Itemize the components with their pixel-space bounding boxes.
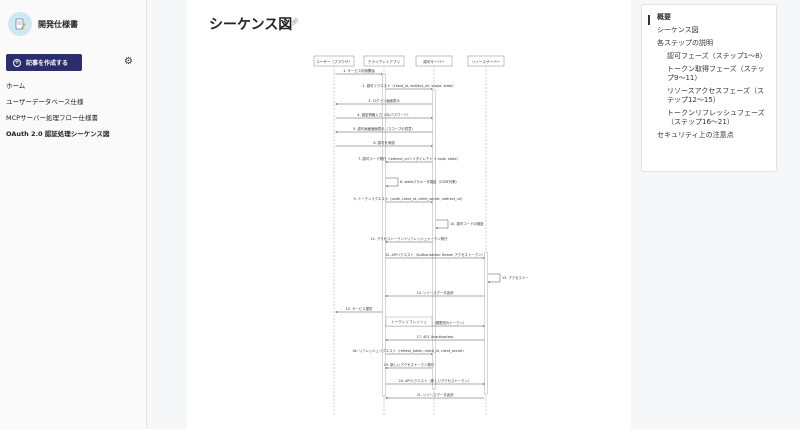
document-pencil-icon — [8, 12, 32, 36]
create-article-label: 記事を作成する — [26, 60, 69, 67]
brand-title: 開発仕様書 — [38, 19, 78, 29]
activation-bar — [484, 251, 488, 395]
toc-item[interactable]: トークン取得フェーズ（ステップ9〜11） — [667, 65, 765, 82]
sidebar-item-oauth-sequence[interactable]: OAuth 2.0 認証処理シーケンス図 — [6, 130, 110, 138]
toc-item[interactable]: リソースアクセスフェーズ（ステップ12〜15） — [667, 87, 764, 104]
self-message-arrow — [385, 177, 399, 187]
message-label: 21. リソースデータ返却 — [417, 392, 454, 397]
message-label: 12. APIリクエスト（Authorization: Bearer アクセスト… — [385, 252, 485, 257]
message-label: 3. ログイン画面表示 — [368, 98, 400, 103]
toc-item[interactable]: シーケンス図 — [657, 26, 699, 34]
toc-current-indicator — [648, 15, 650, 25]
self-message-arrow — [435, 219, 449, 229]
participant-box — [363, 55, 405, 67]
participant-box — [415, 55, 453, 67]
message-label: 17. 401 Unauthorized — [417, 335, 454, 339]
sidebar-item-mcp-flow-spec[interactable]: MCPサーバー処理フロー仕様書 — [6, 114, 99, 122]
sidebar-item-home[interactable]: ホーム — [6, 82, 26, 90]
activation-bar — [382, 73, 386, 397]
message-label: 9. トークンリクエスト（code, client_id, client_sec… — [353, 196, 464, 201]
sidebar-item-user-db-spec[interactable]: ユーザーデータベース仕様 — [6, 98, 84, 106]
message-label: 18. リフレッシュリクエスト（refresh_token, client_id… — [352, 348, 466, 353]
plus-circle-icon: + — [13, 58, 21, 67]
note-box — [385, 316, 433, 327]
participant-box — [313, 55, 355, 67]
message-label: 14. リソースデータ返却 — [417, 290, 454, 295]
message-label: 20. APIリクエスト（新しいアクセストークン） — [399, 378, 472, 383]
activation-bar — [432, 89, 436, 390]
toc-item[interactable]: 認可フェーズ（ステップ1〜8） — [667, 52, 767, 60]
table-of-contents: 概要 シーケンス図 各ステップの説明 認可フェーズ（ステップ1〜8） トークン取… — [641, 4, 777, 172]
gear-icon[interactable]: ⚙ — [124, 56, 133, 67]
sequence-diagram: ユーザー（ブラウザ） クライアントアプリ 認可サーバー リソースサーバー 1. サービス… — [313, 55, 528, 416]
page-title: シーケンス図 — [209, 17, 293, 33]
sidebar: 開発仕様書 + 記事を作成する ⚙ ホーム ユーザーデータベース仕様 MCPサー… — [0, 0, 147, 429]
message-label: 5. 認可画面面面表示（スコープの同意） — [353, 126, 415, 131]
create-article-button[interactable]: + 記事を作成する — [6, 54, 82, 71]
toc-item[interactable]: 各ステップの説明 — [657, 39, 713, 47]
message-label: 2. 認可リクエスト（client_id, redirect_uri, scop… — [362, 83, 455, 88]
sidebar-nav: ホーム ユーザーデータベース仕様 MCPサーバー処理フロー仕様書 OAuth 2… — [6, 83, 144, 147]
message-label: 6. 認可を承認 — [373, 140, 395, 145]
message-label: 11. アクセストークン+リフレッシュトークン発行 — [371, 236, 449, 241]
participant-label: クライアントアプリ — [368, 59, 400, 64]
message-label: 13. アクセストークンの検証 — [502, 275, 528, 280]
participant-label: 認可サーバー — [423, 59, 445, 64]
main-content: シーケンス図 🔗︎ ユーザー（ブラウザ） クライアントアプリ 認可サーバー リソースサ… — [187, 0, 631, 429]
link-icon[interactable]: 🔗︎ — [290, 18, 299, 26]
message-label: 16. APIリクエスト（期限切れトークン） — [404, 320, 467, 325]
participant-label: ユーザー（ブラウザ） — [316, 59, 352, 64]
participant-box — [467, 55, 505, 67]
toc-item[interactable]: セキュリティ上の注意点 — [657, 131, 734, 139]
participant-label: リソースサーバー — [472, 59, 501, 64]
message-label: 19. 新しいアクセストークン発行 — [384, 362, 435, 367]
self-message-arrow — [487, 273, 501, 283]
message-label: 1. サービス利用開始 — [343, 68, 375, 73]
message-label: 8. stateパラメータ検証（CSRF対策） — [400, 179, 459, 184]
brand[interactable]: 開発仕様書 — [8, 12, 78, 36]
message-label: 4. 認証情報入力（ID/パスワード） — [357, 112, 410, 117]
message-label: 7. 認可コード発行（redirect_uriへリダイレクト + code, s… — [358, 156, 460, 161]
message-label: 15. サービス提供 — [346, 306, 373, 311]
message-label: 10. 認可コードの検証 — [450, 221, 484, 226]
toc-item[interactable]: トークンリフレッシュフェーズ（ステップ16〜21） — [667, 109, 765, 126]
toc-item[interactable]: 概要 — [657, 13, 671, 21]
note-label: トークンリフレッシュ — [391, 319, 427, 324]
